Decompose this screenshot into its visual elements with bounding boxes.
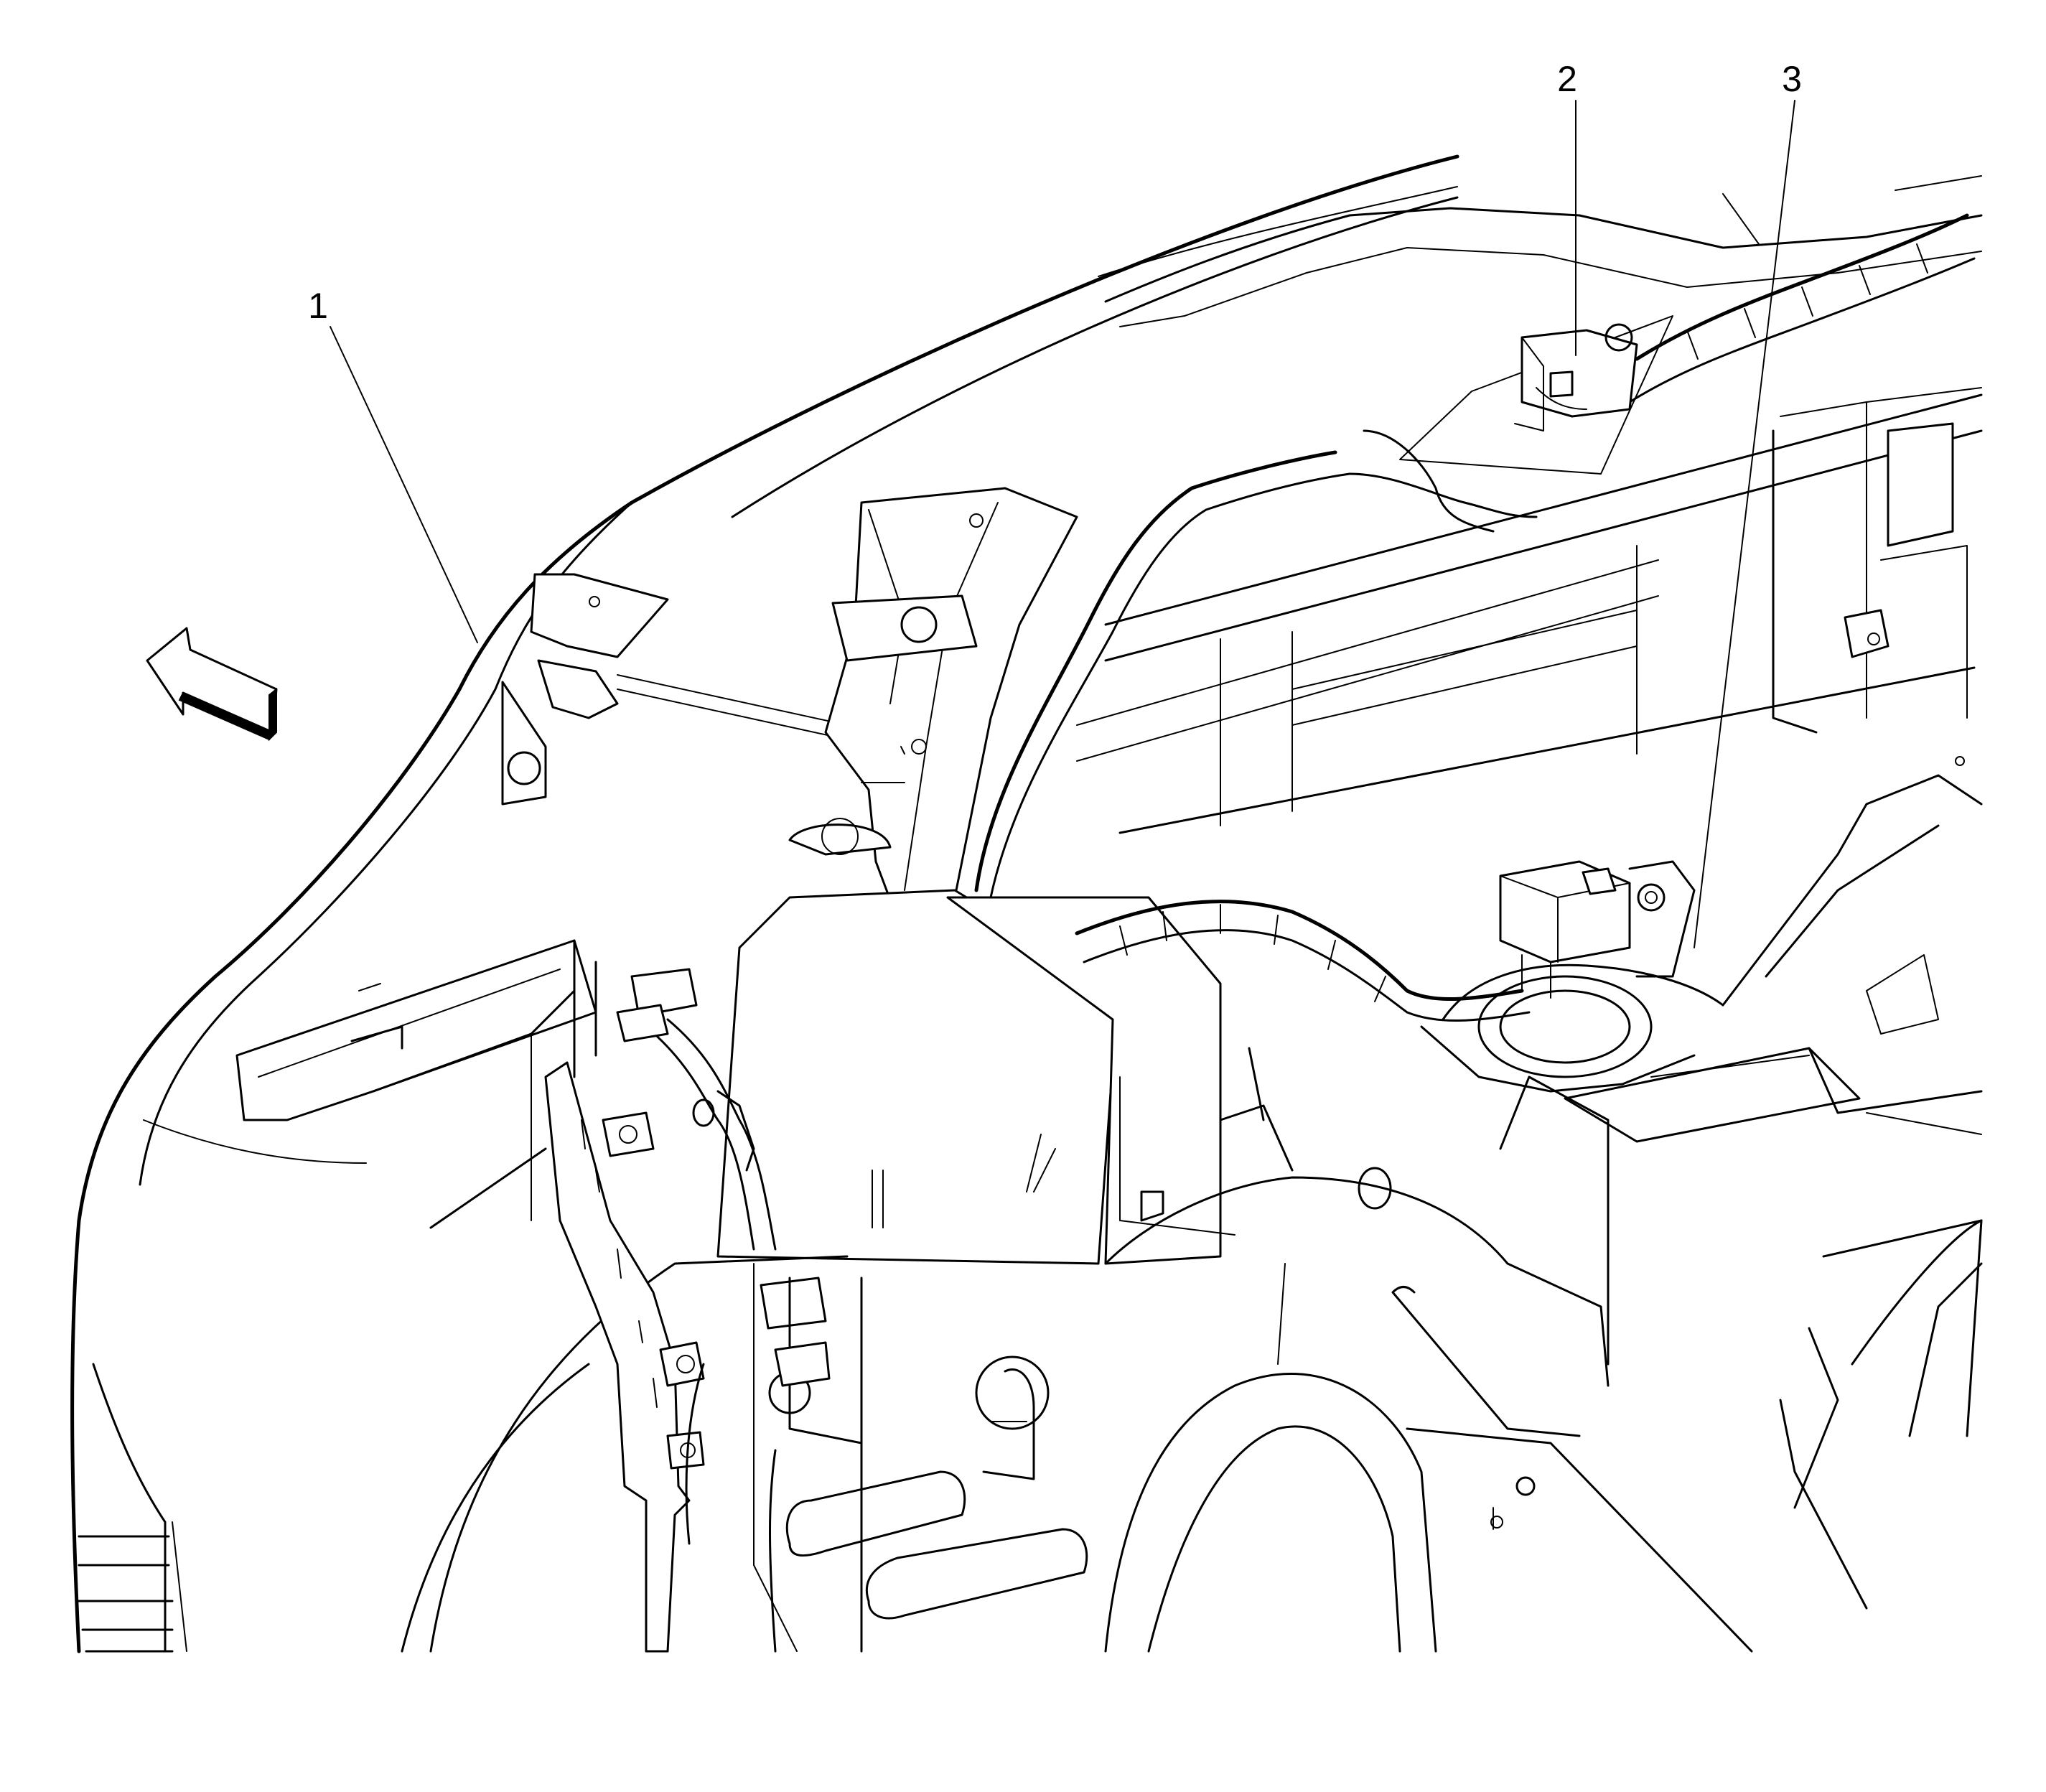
callout-3-label: 3 [1782, 59, 1802, 99]
callout-1-label: 1 [308, 286, 328, 326]
impact-sensor-left [501, 573, 848, 806]
callout-1-leader [330, 326, 478, 643]
impact-sensor-right [1399, 315, 1673, 475]
leader-lines [330, 100, 1795, 948]
fender-wheelhouse [1104, 1047, 1983, 1610]
front-panel-outline [70, 154, 1983, 1653]
left-bracket [429, 1061, 705, 1653]
center-support [788, 487, 1078, 920]
wiring-harness [616, 213, 1976, 1251]
direction-arrow-icon [146, 627, 278, 742]
lower-shield [716, 889, 1235, 1265]
left-inner-fender [401, 939, 831, 1653]
callout-labels: 1 2 3 [308, 59, 1802, 326]
left-grille-area [78, 939, 597, 1653]
strut-mount [1420, 756, 1983, 1143]
wheel-arch [429, 1255, 1753, 1653]
right-module [1499, 860, 1696, 999]
callout-3-leader [1694, 100, 1795, 948]
callout-2-label: 2 [1557, 59, 1577, 99]
